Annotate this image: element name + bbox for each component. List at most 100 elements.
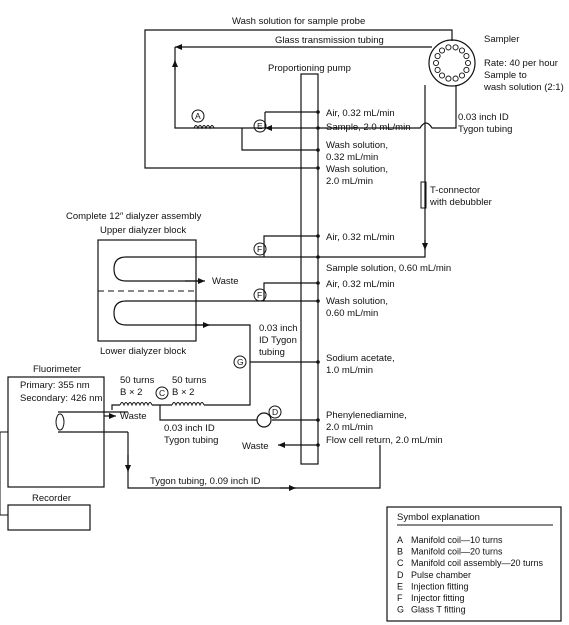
sample-line — [318, 85, 457, 129]
sampler-cup — [458, 72, 466, 79]
pump-air-1: Air, 0.32 mL/min — [326, 108, 395, 119]
legend-key: C — [397, 558, 404, 568]
pump-sodium-a: Sodium acetate, — [326, 353, 395, 364]
sampler-cup — [463, 53, 470, 60]
waste-fluor: Waste — [120, 411, 147, 422]
glass-tubing-label: Glass transmission tubing — [275, 35, 384, 46]
recorder-cable — [0, 431, 8, 516]
tygon-003-a: 0.03 inch ID — [458, 112, 509, 123]
sampler-cup — [452, 44, 459, 51]
t-connector-a: T-connector — [430, 185, 480, 196]
tygon-bottom-a: 0.03 inch ID — [164, 423, 215, 434]
sampler-cup — [463, 66, 470, 73]
turns-left-a: 50 turns — [120, 375, 155, 386]
secondary-label: Secondary: 426 nm — [20, 393, 102, 404]
wash-loop-lines — [144, 29, 453, 169]
air-3-line — [263, 282, 318, 301]
injection-fitting-e — [253, 111, 318, 133]
pump-wash-2a: Wash solution, — [326, 164, 388, 175]
symbol-f-lower: F — [257, 290, 262, 300]
pump-air-2: Air, 0.32 mL/min — [326, 232, 395, 243]
pump-air-3: Air, 0.32 mL/min — [326, 279, 395, 290]
sampler-cup — [445, 44, 452, 51]
tygon-vert-c: tubing — [259, 347, 285, 358]
t-connector-b: with debubbler — [429, 197, 492, 208]
coil-a — [191, 109, 215, 130]
legend-title: Symbol explanation — [397, 512, 480, 523]
tygon-009-label: Tygon tubing, 0.09 inch ID — [150, 476, 261, 487]
sample-return-line — [318, 85, 426, 258]
pump-phenyl-b: 2.0 mL/min — [326, 422, 373, 433]
sampler-cup — [438, 72, 446, 79]
t-connector — [420, 181, 427, 209]
turns-left-b: B × 2 — [120, 387, 142, 398]
sampler-cup — [464, 59, 472, 67]
pump-label: Proportioning pump — [268, 63, 351, 74]
tygon-vert-a: 0.03 inch — [259, 323, 298, 334]
wash-line-1 — [241, 128, 318, 151]
legend-text: Manifold coil—10 turns — [411, 535, 503, 545]
legend-key: B — [397, 547, 403, 557]
glass-tubing-lines — [172, 44, 432, 129]
sampler-cup — [452, 75, 459, 82]
pump-wash-1a: Wash solution, — [326, 140, 388, 151]
rate-line-3: wash solution (2:1) — [483, 82, 564, 93]
tygon-003-b: Tygon tubing — [458, 124, 512, 135]
legend-text: Manifold coil assembly—20 turns — [411, 558, 544, 568]
legend-key: G — [397, 605, 404, 615]
recorder-label: Recorder — [32, 493, 71, 504]
line-to-coils — [228, 350, 251, 406]
symbol-a: A — [195, 111, 201, 121]
symbol-f-upper: F — [257, 244, 262, 254]
pump-wash-2b: 2.0 mL/min — [326, 176, 373, 187]
legend-text: Manifold coil—20 turns — [411, 547, 503, 557]
sampler-cup — [434, 53, 441, 60]
symbol-d: D — [272, 407, 278, 417]
pump-sample-solution: Sample solution, 0.60 mL/min — [326, 263, 451, 274]
tygon-bottom-b: Tygon tubing — [164, 435, 218, 446]
sampler-label: Sampler — [484, 34, 519, 45]
air-2-line — [263, 235, 318, 257]
pump-sodium-b: 1.0 mL/min — [326, 365, 373, 376]
coil-to-fluorimeter — [111, 404, 120, 410]
recorder-box — [7, 504, 91, 531]
symbol-e: E — [257, 121, 263, 131]
pump-phenyl-a: Phenylenediamine, — [326, 410, 407, 421]
tygon-vert-b: ID Tygon — [259, 335, 297, 346]
pump-sample-1: Sample, 2.0 mL/min — [326, 122, 410, 133]
proportioning-pump — [300, 73, 319, 465]
legend-text: Pulse chamber — [411, 570, 471, 580]
symbol-g: G — [237, 357, 244, 367]
lower-block-label: Lower dialyzer block — [100, 346, 186, 357]
legend-key: A — [397, 535, 403, 545]
pump-wash-3a: Wash solution, — [326, 296, 388, 307]
legend-key: F — [397, 593, 403, 603]
turns-right-a: 50 turns — [172, 375, 207, 386]
legend-text: Glass T fitting — [411, 605, 466, 615]
pulse-chamber — [256, 412, 272, 428]
dialyzer-assembly-label: Complete 12″ dialyzer assembly — [66, 211, 202, 222]
lower-serpentine — [113, 300, 318, 350]
phenyl-inject — [159, 405, 257, 421]
primary-label: Primary: 355 nm — [20, 380, 90, 391]
waste-bottom: Waste — [242, 441, 269, 452]
pump-flowcell: Flow cell return, 2.0 mL/min — [326, 435, 443, 446]
flow-cell — [55, 411, 128, 433]
sampler-wheel — [428, 39, 476, 87]
sampler-cup — [432, 59, 440, 67]
sampler-cup — [445, 75, 452, 82]
symbol-c: C — [159, 388, 165, 398]
legend-key: D — [397, 570, 404, 580]
upper-serpentine — [113, 256, 318, 282]
symbol-a-circle — [191, 109, 205, 123]
pump-wash-3b: 0.60 mL/min — [326, 308, 378, 319]
pump-wash-1b: 0.32 mL/min — [326, 152, 378, 163]
legend-key: E — [397, 581, 403, 591]
sampler-cup — [438, 47, 446, 54]
sampler-cup — [434, 66, 441, 73]
coil-c — [119, 402, 228, 407]
sampler-cup — [458, 47, 466, 54]
rate-line-1: Rate: 40 per hour — [484, 58, 558, 69]
legend-text: Injector fitting — [411, 593, 465, 603]
